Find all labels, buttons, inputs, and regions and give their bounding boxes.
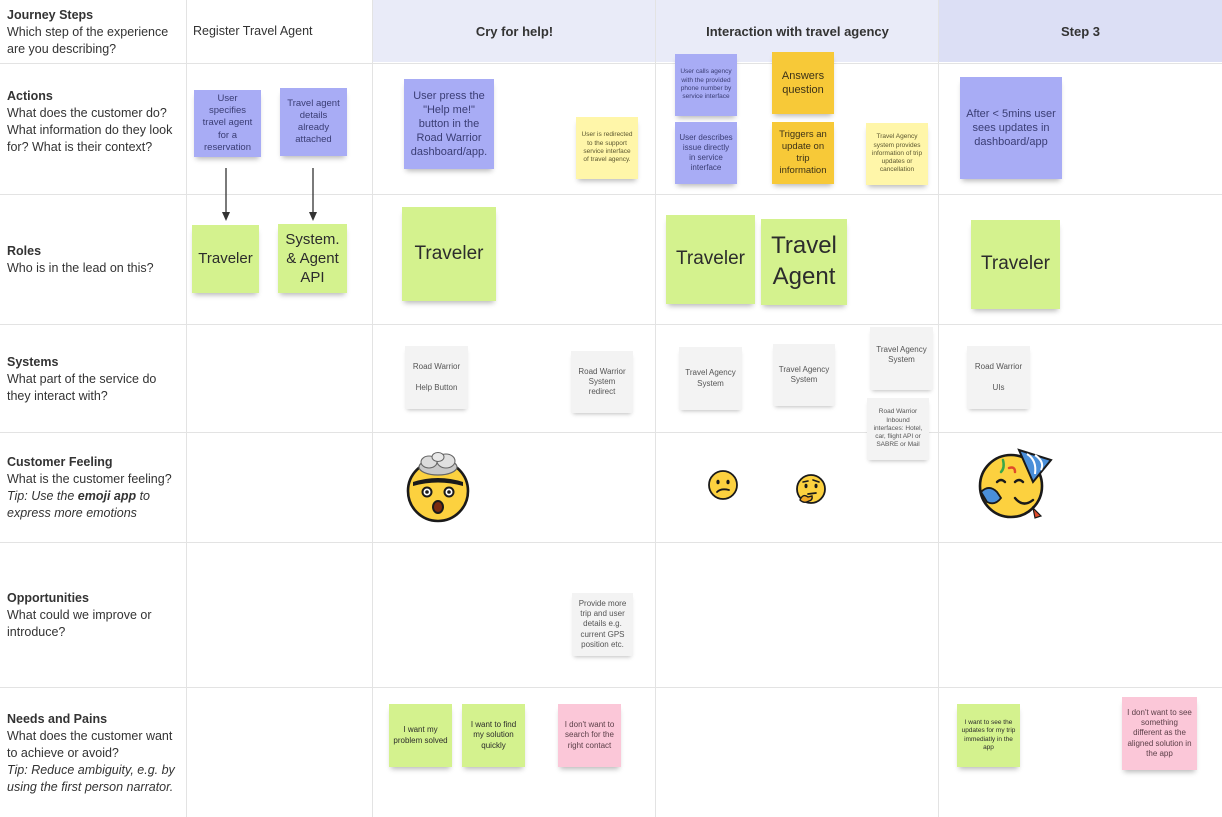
row-label-roles: Roles Who is in the lead on this? <box>7 243 179 277</box>
sticky-note-pain[interactable]: I don't want to see something different … <box>1122 697 1197 770</box>
arrow-down-icon <box>309 168 317 221</box>
row-divider <box>0 63 1222 64</box>
sticky-note-action[interactable]: User calls agency with the provided phon… <box>675 54 737 116</box>
header-band-cry-for-help <box>373 0 656 62</box>
arrow-down-icon <box>222 168 230 221</box>
sticky-note-action[interactable]: Travel Agency system provides informatio… <box>866 123 928 185</box>
journey-steps-desc: Which step of the experience are you des… <box>7 25 169 56</box>
sticky-note-action[interactable]: Answers question <box>772 52 834 114</box>
sticky-note-role[interactable]: Traveler <box>971 220 1060 309</box>
stage-register-travel-agent[interactable]: Register Travel Agent <box>193 24 313 38</box>
column-divider <box>938 0 939 817</box>
row-tip: Tip: Reduce ambiguity, e.g. by using the… <box>7 763 175 794</box>
sticky-note-system[interactable]: Road Warrior Help Button <box>405 346 468 409</box>
journey-steps-label: Journey Steps Which step of the experien… <box>7 7 179 58</box>
row-desc: What is the customer feeling? <box>7 472 172 486</box>
header-band-interaction <box>656 0 939 62</box>
sticky-note-system[interactable]: Road Warrior UIs <box>967 346 1030 409</box>
row-divider <box>0 687 1222 688</box>
sticky-note-role[interactable]: Traveler <box>192 225 259 293</box>
sticky-note-pain[interactable]: I don't want to search for the right con… <box>558 704 621 767</box>
row-label-customer-feeling: Customer Feeling What is the customer fe… <box>7 454 179 522</box>
tip-prefix: Tip: Use the <box>7 489 78 503</box>
tip-bold: emoji app <box>77 489 137 503</box>
thinking-face-icon[interactable] <box>795 473 827 505</box>
sticky-note-need[interactable]: I want my problem solved <box>389 704 452 767</box>
sticky-note-role[interactable]: System. & Agent API <box>278 224 347 293</box>
sticky-note-opportunity[interactable]: Provide more trip and user details e.g. … <box>572 593 633 656</box>
column-divider <box>655 0 656 817</box>
sticky-note-system[interactable]: Travel Agency System <box>870 327 933 390</box>
row-divider <box>0 542 1222 543</box>
sticky-note-system[interactable]: Travel Agency System <box>679 347 742 410</box>
tip-suffix: to express more emotions <box>7 489 151 520</box>
sticky-note-system[interactable]: Road Warrior Inbound interfaces: Hotel, … <box>867 398 929 460</box>
stage-interaction-with-travel-agency[interactable]: Interaction with travel agency <box>706 24 889 39</box>
sticky-note-role[interactable]: Traveler <box>666 215 755 304</box>
row-label-opportunities: Opportunities What could we improve or i… <box>7 590 179 641</box>
row-title: Actions <box>7 89 53 103</box>
row-title: Roles <box>7 244 42 258</box>
row-title: Opportunities <box>7 591 89 605</box>
row-desc: What part of the service do they interac… <box>7 372 157 403</box>
sticky-note-system[interactable]: Travel Agency System <box>773 344 835 406</box>
sticky-note-action[interactable]: User is redirected to the support servic… <box>576 117 638 179</box>
sticky-note-role[interactable]: Travel Agent <box>761 219 847 305</box>
row-label-needs-and-pains: Needs and Pains What does the customer w… <box>7 711 179 796</box>
sticky-note-action[interactable]: Travel agent details already attached <box>280 88 347 156</box>
column-divider <box>186 0 187 817</box>
row-label-actions: Actions What does the customer do? What … <box>7 88 179 156</box>
row-title: Systems <box>7 355 59 369</box>
stage-step-3[interactable]: Step 3 <box>1060 24 1100 39</box>
sticky-note-action[interactable]: User press the "Help me!" button in the … <box>404 79 494 169</box>
exploding-head-icon[interactable] <box>403 452 473 523</box>
journey-steps-title: Journey Steps <box>7 8 94 22</box>
row-tip: Tip: Use the emoji app to express more e… <box>7 488 179 522</box>
partying-face-icon[interactable] <box>975 446 1055 522</box>
row-divider <box>0 194 1222 195</box>
row-label-systems: Systems What part of the service do they… <box>7 354 179 405</box>
stage-cry-for-help[interactable]: Cry for help! <box>475 24 554 39</box>
sticky-note-action[interactable]: Triggers an update on trip information <box>772 122 834 184</box>
row-desc: Who is in the lead on this? <box>7 261 154 275</box>
row-divider <box>0 324 1222 325</box>
row-title: Needs and Pains <box>7 712 108 726</box>
sticky-note-action[interactable]: User specifies travel agent for a reserv… <box>194 90 261 157</box>
row-desc: What could we improve or introduce? <box>7 608 152 639</box>
sticky-note-need[interactable]: I want to find my solution quickly <box>462 704 525 767</box>
header-band-step3 <box>939 0 1222 62</box>
sticky-note-action[interactable]: After < 5mins user sees updates in dashb… <box>960 77 1062 179</box>
row-divider <box>0 432 1222 433</box>
row-desc: What does the customer do? What informat… <box>7 106 173 154</box>
row-desc: What does the customer want to achieve o… <box>7 729 173 760</box>
sticky-note-need[interactable]: I want to see the updates for my trip im… <box>957 704 1020 767</box>
row-title: Customer Feeling <box>7 455 113 469</box>
column-divider <box>372 0 373 817</box>
sticky-note-role[interactable]: Traveler <box>402 207 496 301</box>
sticky-note-action[interactable]: User describes issue directly in service… <box>675 122 737 184</box>
sticky-note-system[interactable]: Road Warrior System redirect <box>571 351 633 413</box>
confused-face-icon[interactable] <box>707 469 739 501</box>
